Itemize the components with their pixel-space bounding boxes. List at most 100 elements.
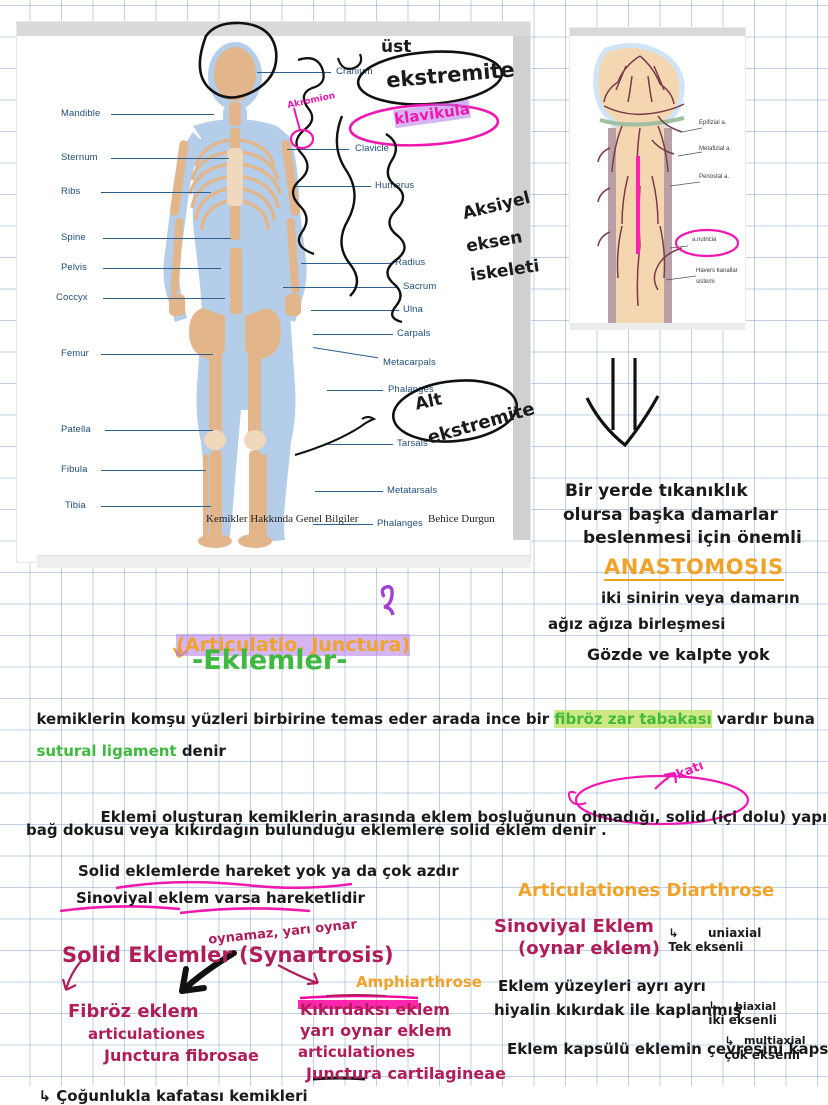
p2-run-2: denir [176,742,226,760]
bone-panel-bottom-bar [570,323,745,330]
paragraph-5: Solid eklemlerde hareket yok ya da çok a… [78,862,459,880]
fibroz-footnote: ↳ Çoğunlukla kafatası kemikleri [28,1069,308,1105]
skeleton-label-tarsals: Tarsals [397,438,428,449]
axis-1-tr: Tek eksenli [668,940,744,954]
leader-line [295,186,371,187]
section-title-turkish: -Eklemler- [192,645,348,676]
skeleton-label-femur: Femur [61,348,89,359]
fibroz-latin-1: articulationes [88,1025,206,1043]
kikirdaksi-eklem-label: Kıkırdaksı eklem [300,1000,450,1019]
leader-line [257,72,331,73]
axis-item-3-latin: multiaxial [744,1034,806,1047]
p1-run-3: vardır buna [711,710,815,728]
bone-panel-title-bar [570,28,745,36]
axis-3-tr: çok eksenli [724,1048,801,1062]
skeleton-label-clavicle: Clavicle [355,143,390,154]
axis-item-2: ↳ iki eksenli [700,985,777,1027]
skeleton-label-coccyx: Coccyx [56,292,88,303]
leader-line [313,334,393,335]
note-line-3: beslenmesi için önemli [583,528,802,548]
leader-line [327,390,383,391]
p2-run-1: sutural ligament [36,742,177,760]
leader-line [311,310,399,311]
leader-line [315,491,383,492]
axis-2-marker: ↳ [708,999,719,1013]
ust-annotation: üst [381,37,412,57]
skeleton-label-metatarsals: Metatarsals [387,485,438,496]
axis-item-2-latin: biaxial [735,1000,777,1013]
axis-item-1-latin: uniaxial [708,926,762,940]
skeleton-label-carpals: Carpals [397,328,431,339]
amphiarthrose-tag: Amphiarthrose [356,973,482,991]
skeleton-label-phalanges-foot: Phalanges [377,518,423,529]
skeleton-label-cranium: Cranium [336,66,373,77]
bone-label-epifizial: Epifizial a. [699,120,727,126]
bone-label-havers-1: Havers kanallar [696,268,738,274]
leader-line [111,114,214,115]
section-title-latin: (Articulatio, Junctura) [163,612,411,656]
skeleton-label-fibula: Fibula [61,464,88,475]
leader-line [101,506,211,507]
fibroz-eklem-label: Fibröz eklem [68,1001,199,1022]
oynar-eklem-subheading: (oynar eklem) [518,938,660,959]
note-line-1: Bir yerde tıkanıklık [565,481,748,501]
paragraph-3: Eklemi oluşturan kemiklerin arasında ekl… [90,790,828,826]
note-line-2: olursa başka damarlar [563,505,778,525]
axis-2-tr: iki eksenli [708,1013,777,1027]
paragraph-6: Sinoviyal eklem varsa hareketlidir [76,889,365,907]
leader-line [103,298,225,299]
fibroz-footnote-marker: ↳ [38,1087,57,1105]
leader-line [283,287,399,288]
anastomosis-body-2: ağız ağıza birleşmesi [548,615,726,633]
leader-line [301,263,391,264]
bone-label-metafizial: Metafizial a. [699,146,732,152]
leader-line [287,149,349,150]
skeleton-label-pelvis: Pelvis [61,262,87,273]
leader-line [111,158,229,159]
leader-line [101,470,206,471]
section-title-latin-text: (Articulatio, Junctura) [176,634,411,656]
skeleton-label-ulna: Ulna [403,304,423,315]
skeleton-label-metacarpals: Metacarpals [383,357,436,368]
diarthrose-heading: Articulationes Diarthrose [518,880,775,901]
bone-label-periostal: Periostal a. [699,174,730,180]
axis-item-1: ↳ Tek eksenli [660,912,743,954]
slide-title-caption: Kemikler Hakkında Genel Bilgiler [206,513,359,525]
leader-line [313,524,373,525]
skeleton-label-sternum: Sternum [61,152,98,163]
sinoviyal-eklem-heading: Sinoviyal Eklem [494,916,654,937]
anastomosis-body-1: iki sinirin veya damarın [601,589,800,607]
diarthrose-line-3: Eklem kapsülü eklemin çevresini kapsar [507,1040,828,1058]
skeleton-label-humerus: Humerus [375,180,415,191]
anastomosis-body-3: Gözde ve kalpte yok [587,645,770,664]
solid-joints-heading: Solid Eklemler (Synartrosis) [62,943,394,967]
p1-run-1: kemiklerin komşu yüzleri birbirine temas… [36,710,555,728]
p3-run-3: yapılar olan fibröz [791,808,828,826]
leader-line [105,430,213,431]
skeleton-label-mandible: Mandible [61,108,101,119]
leader-line [103,238,231,239]
paragraph-1: kemiklerin komşu yüzleri birbirine temas… [26,692,815,728]
skeleton-label-tibia: Tibia [65,500,86,511]
axis-3-marker: ↳ [724,1034,735,1048]
leader-line [323,444,393,445]
fibroz-footnote-text: Çoğunlukla kafatası kemikleri [56,1087,308,1105]
p3-run-2: solid (içi dolu) [665,808,787,826]
paragraph-2: sutural ligament denir [26,724,226,760]
skeleton-label-radius: Radius [395,257,426,268]
skeleton-label-spine: Spine [61,232,86,243]
slide-horizontal-scrollbar[interactable] [37,555,530,568]
anastomosis-heading: ANASTOMOSIS [604,555,784,581]
skeleton-label-sacrum: Sacrum [403,281,437,292]
yari-oynar-eklem-label: yarı oynar eklem [300,1021,452,1040]
kikirdaksi-latin-1: articulationes [298,1043,416,1061]
axis-item-3: ↳ çok eksenli [716,1020,800,1062]
kikirdaksi-latin-2: Junctura cartilagineae [306,1064,506,1083]
p1-run-2: fibröz zar tabakası [554,710,712,728]
slide-right-shadow [513,36,530,540]
fibroz-latin-2: Junctura fibrosae [104,1046,259,1065]
slide-title-bar [17,22,530,36]
diarthrose-line-1: Eklem yüzeyleri ayrı ayrı [498,977,706,995]
leader-line [101,192,211,193]
p3-run-1: Eklemi oluşturan kemiklerin arasında ekl… [100,808,666,826]
